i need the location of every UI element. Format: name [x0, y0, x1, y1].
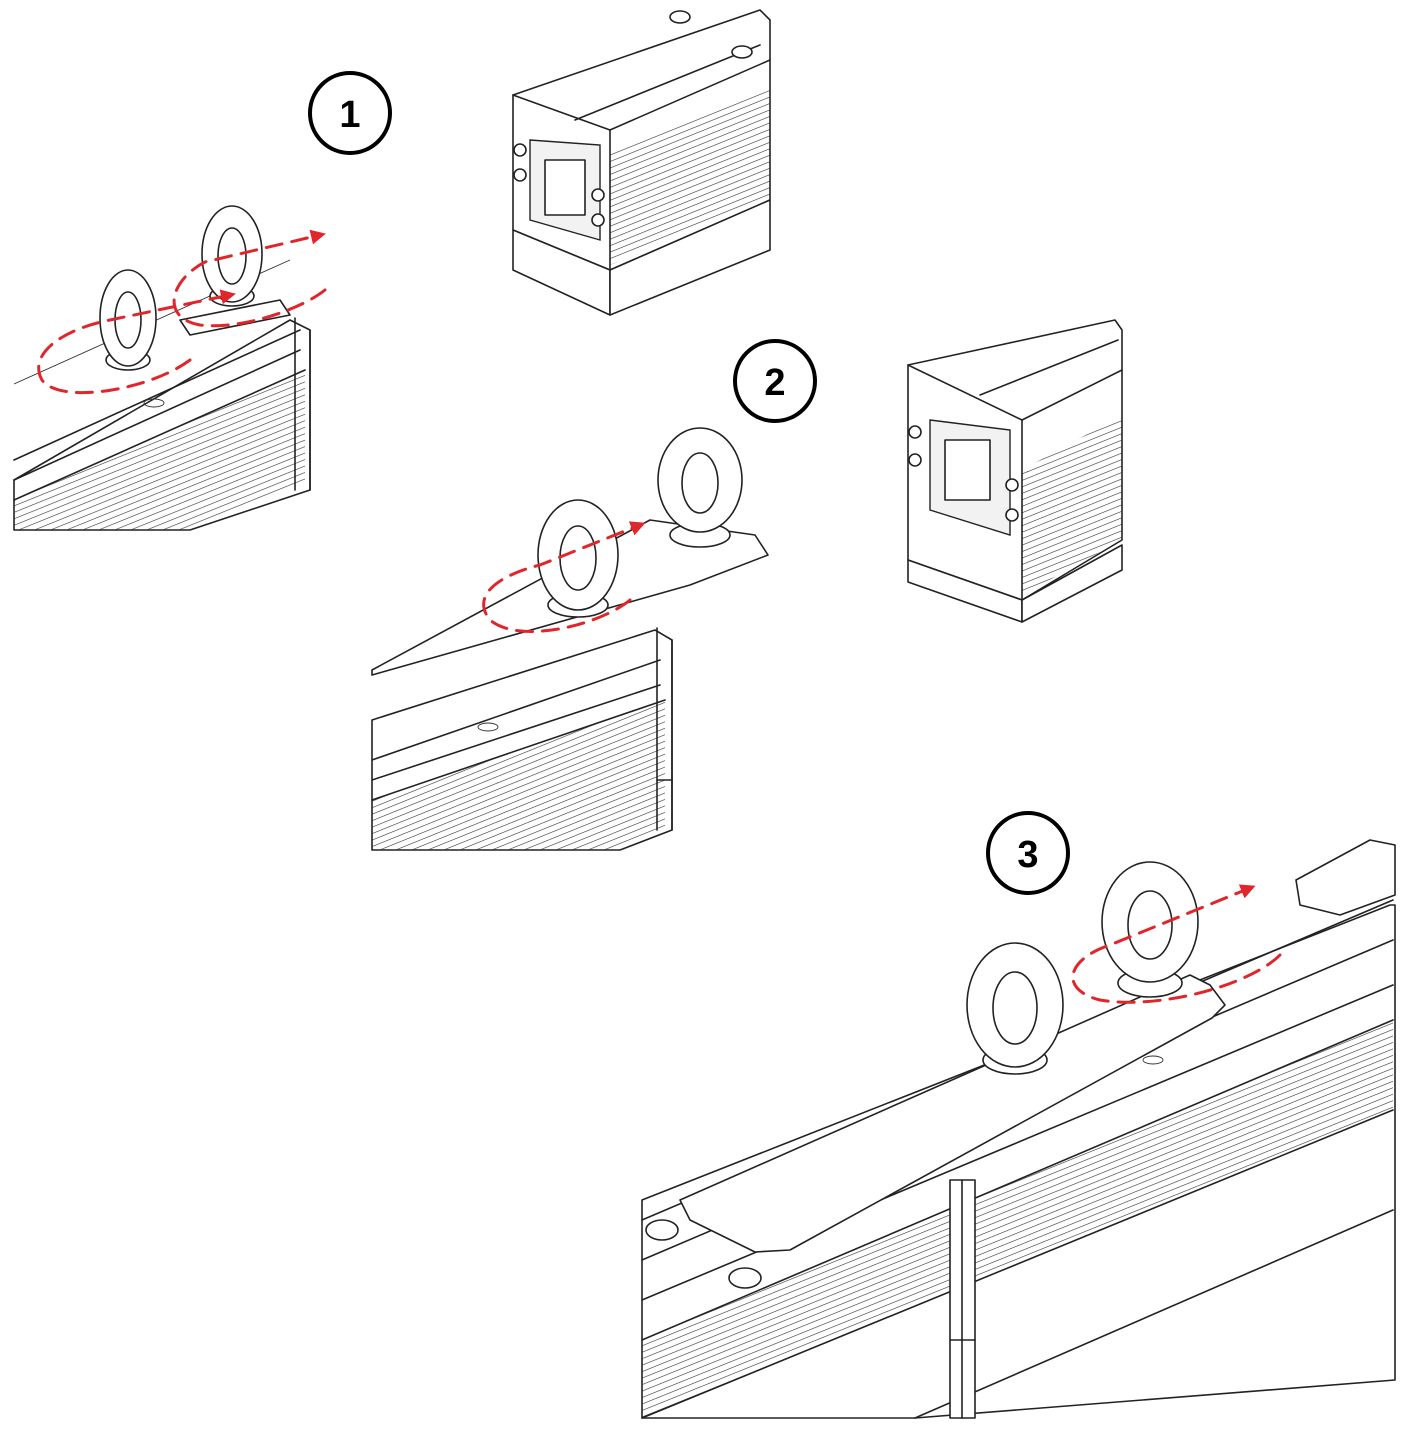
step-1-group: 1 — [13, 9, 771, 531]
slide-arrow-icon — [1071, 884, 1282, 1004]
step-2-rail — [371, 627, 673, 851]
eye-bolt-icon — [966, 942, 1064, 1075]
step-1-number: 1 — [339, 94, 360, 136]
step-2-number: 2 — [764, 362, 785, 404]
step-1-rail — [13, 259, 311, 531]
step-1-badge: 1 — [308, 71, 392, 155]
step-3-number: 3 — [1017, 834, 1038, 876]
step-2-connector-block — [907, 319, 1123, 623]
step-2-badge: 2 — [733, 339, 817, 423]
step-1-connector-block — [512, 9, 771, 316]
eye-bolt-icon — [1101, 861, 1199, 998]
hex-screw-icon — [669, 10, 753, 59]
eye-bolt-icon — [657, 427, 743, 548]
rotation-arrow-icon — [37, 229, 327, 395]
step-3-plate — [679, 974, 1226, 1253]
eye-bolt-icon — [99, 269, 157, 371]
step-2-group: 2 — [371, 319, 1123, 851]
step-3-group: 3 — [641, 811, 1396, 1419]
step-3-rail — [641, 899, 1396, 1419]
step-3-end-bracket — [1295, 839, 1396, 916]
step-3-badge: 3 — [986, 811, 1070, 895]
rotation-arrow-icon — [482, 521, 646, 633]
